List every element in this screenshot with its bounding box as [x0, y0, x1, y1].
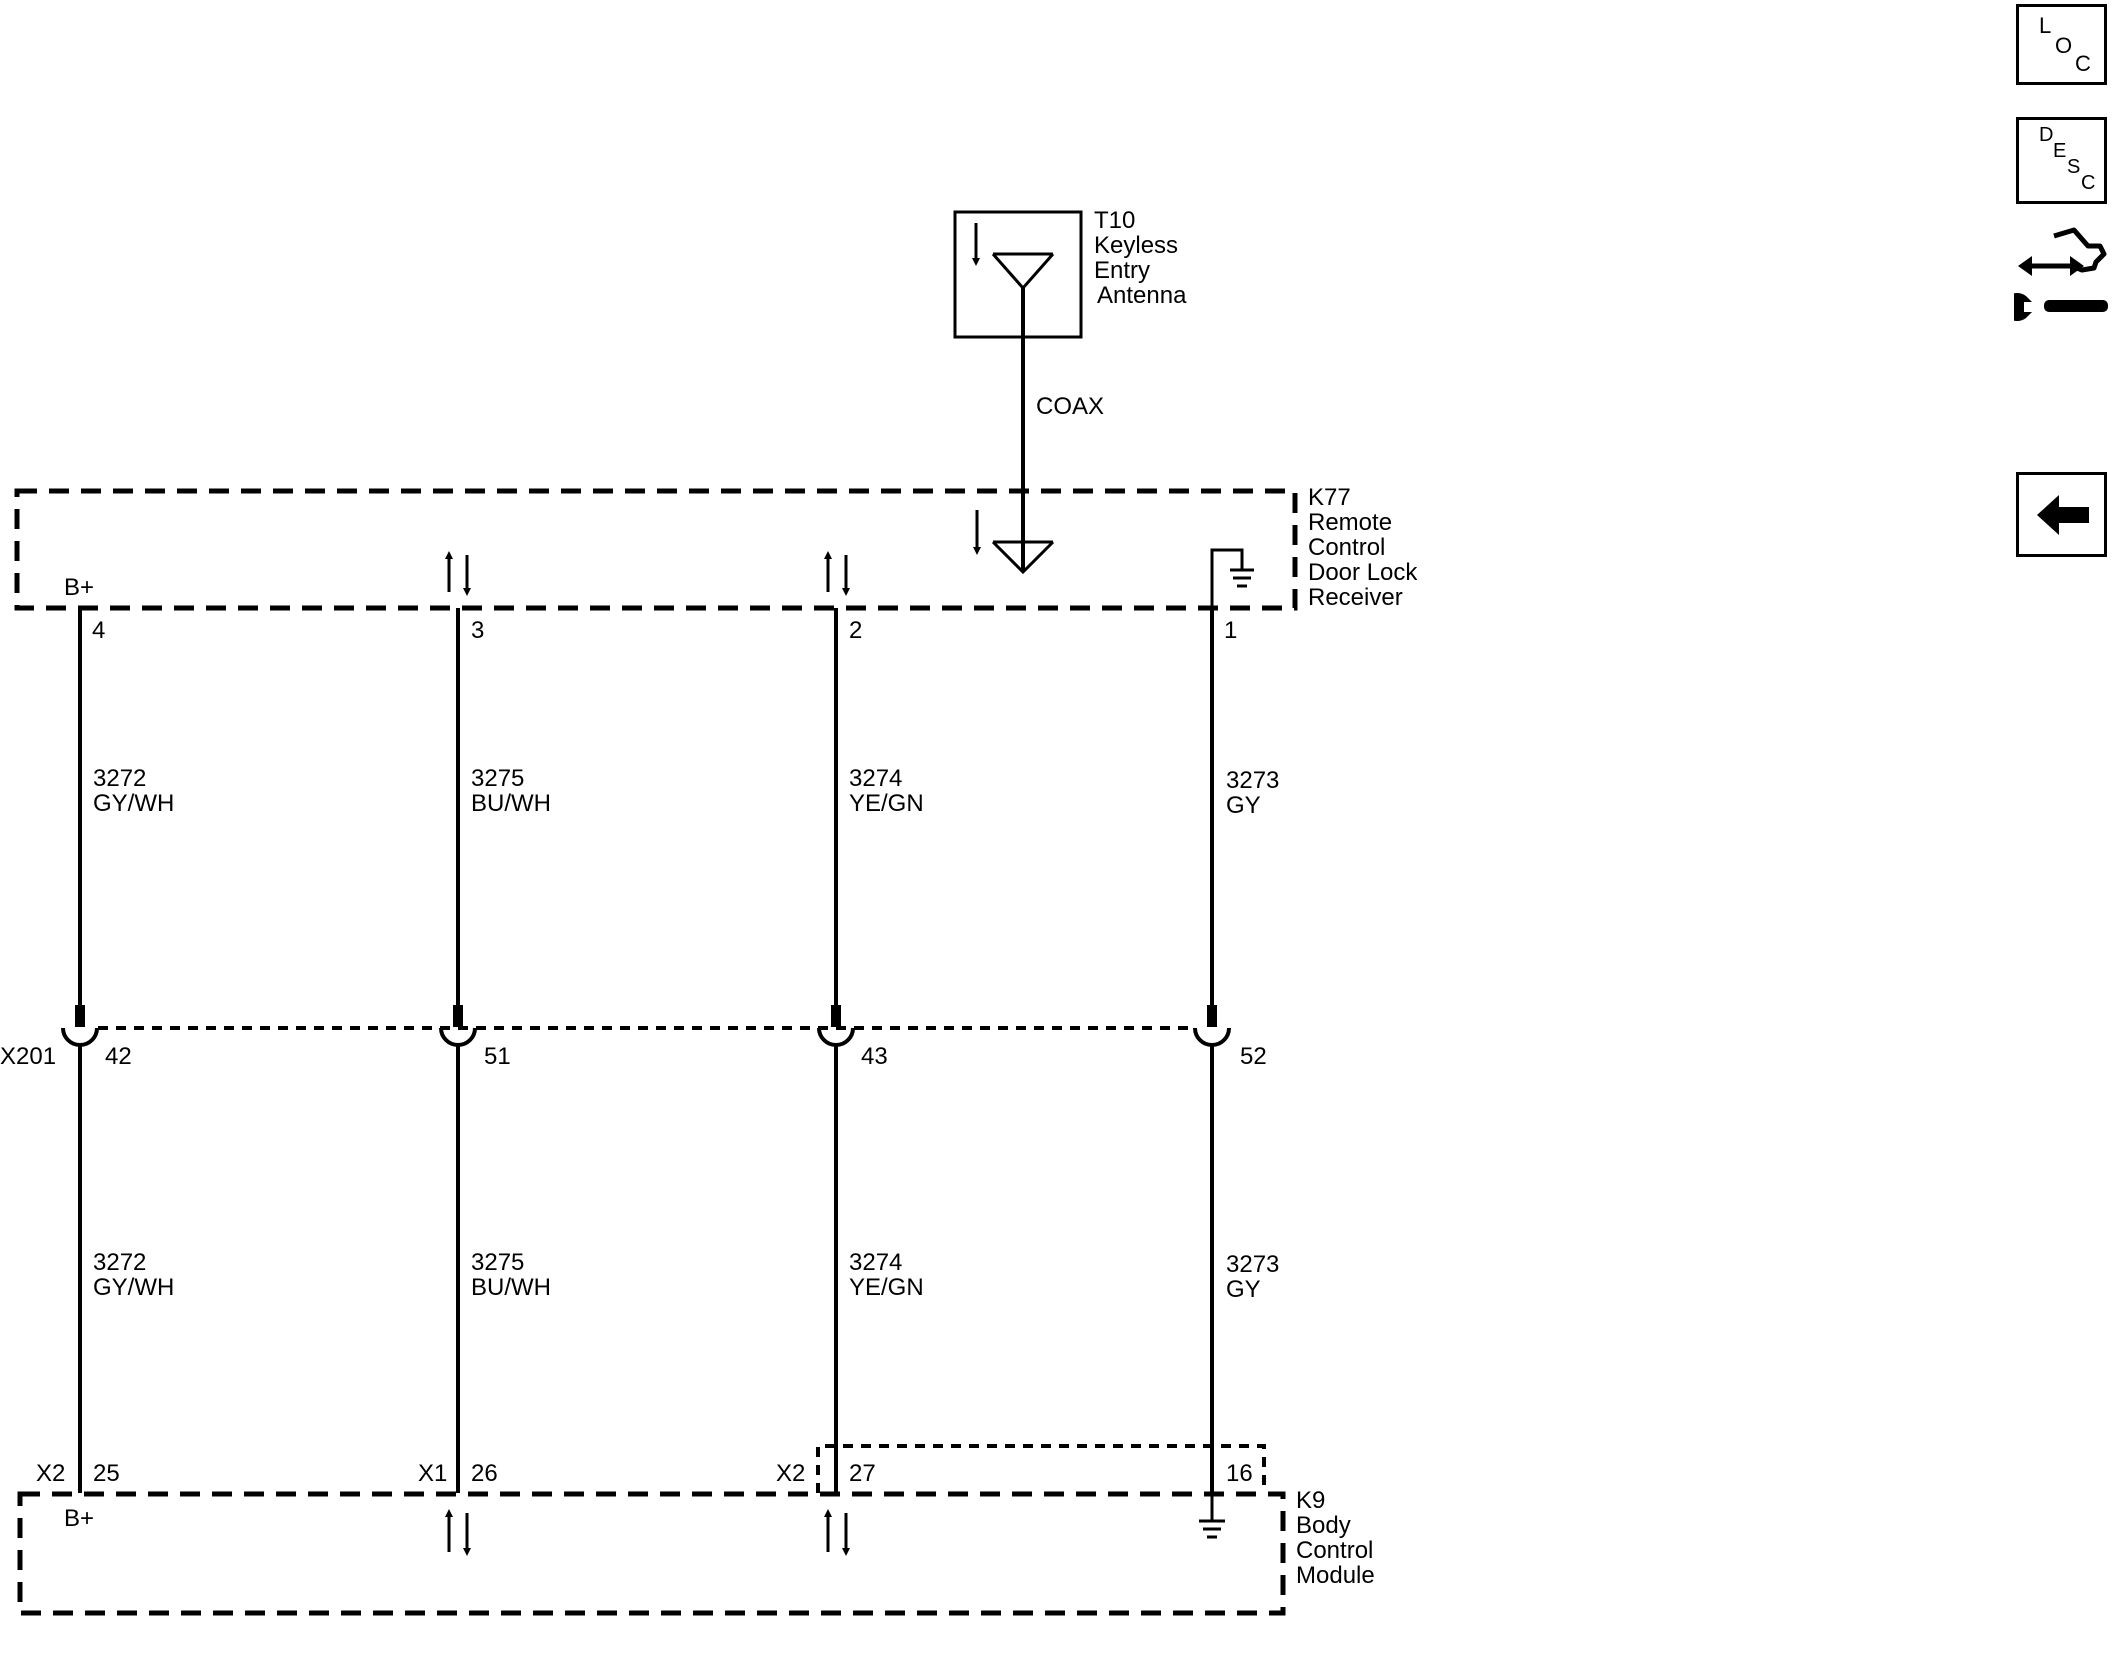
- k9-ref: K9: [1296, 1487, 1325, 1514]
- k9-pin-label: 27: [849, 1460, 876, 1487]
- desc-letter-e: E: [2053, 140, 2067, 162]
- wire-circuit-number: 3273: [1226, 767, 1279, 794]
- desc-letter-d: D: [2039, 124, 2054, 146]
- k77-name-line2: Control: [1308, 534, 1385, 561]
- wire-circuit-number: 3274: [849, 1249, 902, 1276]
- desc-letter-c: C: [2081, 172, 2096, 194]
- k9-x2-connector-outline: [816, 1444, 1266, 1493]
- wire-color-code: GY: [1226, 792, 1261, 819]
- k77-pin-label: 4: [92, 617, 105, 644]
- k9-pin-label: 16: [1226, 1460, 1253, 1487]
- k9-dashed-outline: [17, 1491, 1286, 1616]
- k9-body-control-module: K9 Body Control Module B+ X2 X1 X2 25 26…: [17, 1444, 1375, 1616]
- wire-circuit-number: 3275: [471, 765, 524, 792]
- k9-connector-label: X2: [776, 1460, 805, 1487]
- x201-pin-label: 51: [484, 1043, 511, 1070]
- wire-color-code: GY: [1226, 1276, 1261, 1303]
- back-button[interactable]: [2016, 472, 2107, 557]
- wire-color-code: YE/GN: [849, 1274, 924, 1301]
- k77-bidirectional-arrow-pin3: [445, 551, 471, 596]
- k77-ground-icon: [1210, 548, 1254, 608]
- x201-ref: X201: [0, 1043, 56, 1070]
- desc-letter-s: S: [2067, 156, 2081, 178]
- wire-circuit-number: 3272: [93, 1249, 146, 1276]
- t10-ref: T10: [1094, 207, 1135, 234]
- k9-bplus-label: B+: [64, 1505, 94, 1532]
- t10-keyless-entry-antenna: T10 Keyless Entry Antenna: [953, 207, 1187, 339]
- connector-pin-symbols: [61, 1005, 1231, 1047]
- k9-name-line3: Module: [1296, 1562, 1375, 1589]
- k77-name-line4: Receiver: [1308, 584, 1403, 611]
- coax-label: COAX: [1036, 393, 1104, 420]
- t10-component-box: [953, 210, 1083, 339]
- loc-letter-c: C: [2075, 51, 2091, 76]
- coax-cable: COAX: [1021, 288, 1104, 572]
- t10-name-line1: Keyless: [1094, 232, 1178, 259]
- k77-name-line1: Remote: [1308, 509, 1392, 536]
- k77-name-line3: Door Lock: [1308, 559, 1418, 586]
- antenna-symbol: [991, 252, 1055, 291]
- connector-repair-icon: [2003, 227, 2108, 321]
- k77-ref: K77: [1308, 484, 1351, 511]
- x201-inline-connector: X201 42 51 43 52: [0, 1005, 1267, 1070]
- k77-pin-label: 1: [1224, 617, 1237, 644]
- loc-letter-l: L: [2039, 13, 2052, 38]
- connector-repair-button[interactable]: [2003, 224, 2114, 328]
- k9-name-line2: Control: [1296, 1537, 1373, 1564]
- k77-pin-label: 3: [471, 617, 484, 644]
- k9-name-line1: Body: [1296, 1512, 1351, 1539]
- k77-antenna-symbol: [991, 540, 1055, 575]
- back-arrow-icon: [2037, 495, 2089, 535]
- k9-ground-icon: [1199, 1493, 1225, 1539]
- x201-pin-label: 43: [861, 1043, 888, 1070]
- t10-name-line3: Antenna: [1097, 282, 1187, 309]
- x201-pin-label: 42: [105, 1043, 132, 1070]
- wires-lower: [78, 1044, 1214, 1493]
- wire-color-code: GY/WH: [93, 790, 174, 817]
- k77-pin-label: 2: [849, 617, 862, 644]
- k77-remote-control-door-lock-receiver: K77 Remote Control Door Lock Receiver B+: [14, 484, 1418, 611]
- loc-letter-o: O: [2055, 33, 2073, 58]
- k77-dashed-outline: [14, 488, 1298, 611]
- location-button[interactable]: L O C: [2016, 4, 2107, 85]
- description-button[interactable]: D E S C: [2016, 117, 2107, 204]
- k9-bidirectional-arrow-pin26: [445, 1509, 471, 1556]
- k9-connector-label: X2: [36, 1460, 65, 1487]
- k77-bidirectional-arrow-pin2: [824, 551, 850, 596]
- k77-bplus-label: B+: [64, 574, 94, 601]
- wire-circuit-number: 3274: [849, 765, 902, 792]
- k9-connector-label: X1: [418, 1460, 447, 1487]
- k9-bidirectional-arrow-pin27: [824, 1509, 850, 1556]
- wires-upper: [78, 608, 1214, 1008]
- x201-pin-label: 52: [1240, 1043, 1267, 1070]
- wire-color-code: BU/WH: [471, 790, 551, 817]
- wire-circuit-number: 3273: [1226, 1251, 1279, 1278]
- wire-color-code: BU/WH: [471, 1274, 551, 1301]
- wire-color-code: YE/GN: [849, 790, 924, 817]
- wire-circuit-number: 3272: [93, 765, 146, 792]
- t10-name-line2: Entry: [1094, 257, 1150, 284]
- k9-pin-label: 26: [471, 1460, 498, 1487]
- wire-color-code: GY/WH: [93, 1274, 174, 1301]
- wire-circuit-number: 3275: [471, 1249, 524, 1276]
- k9-pin-label: 25: [93, 1460, 120, 1487]
